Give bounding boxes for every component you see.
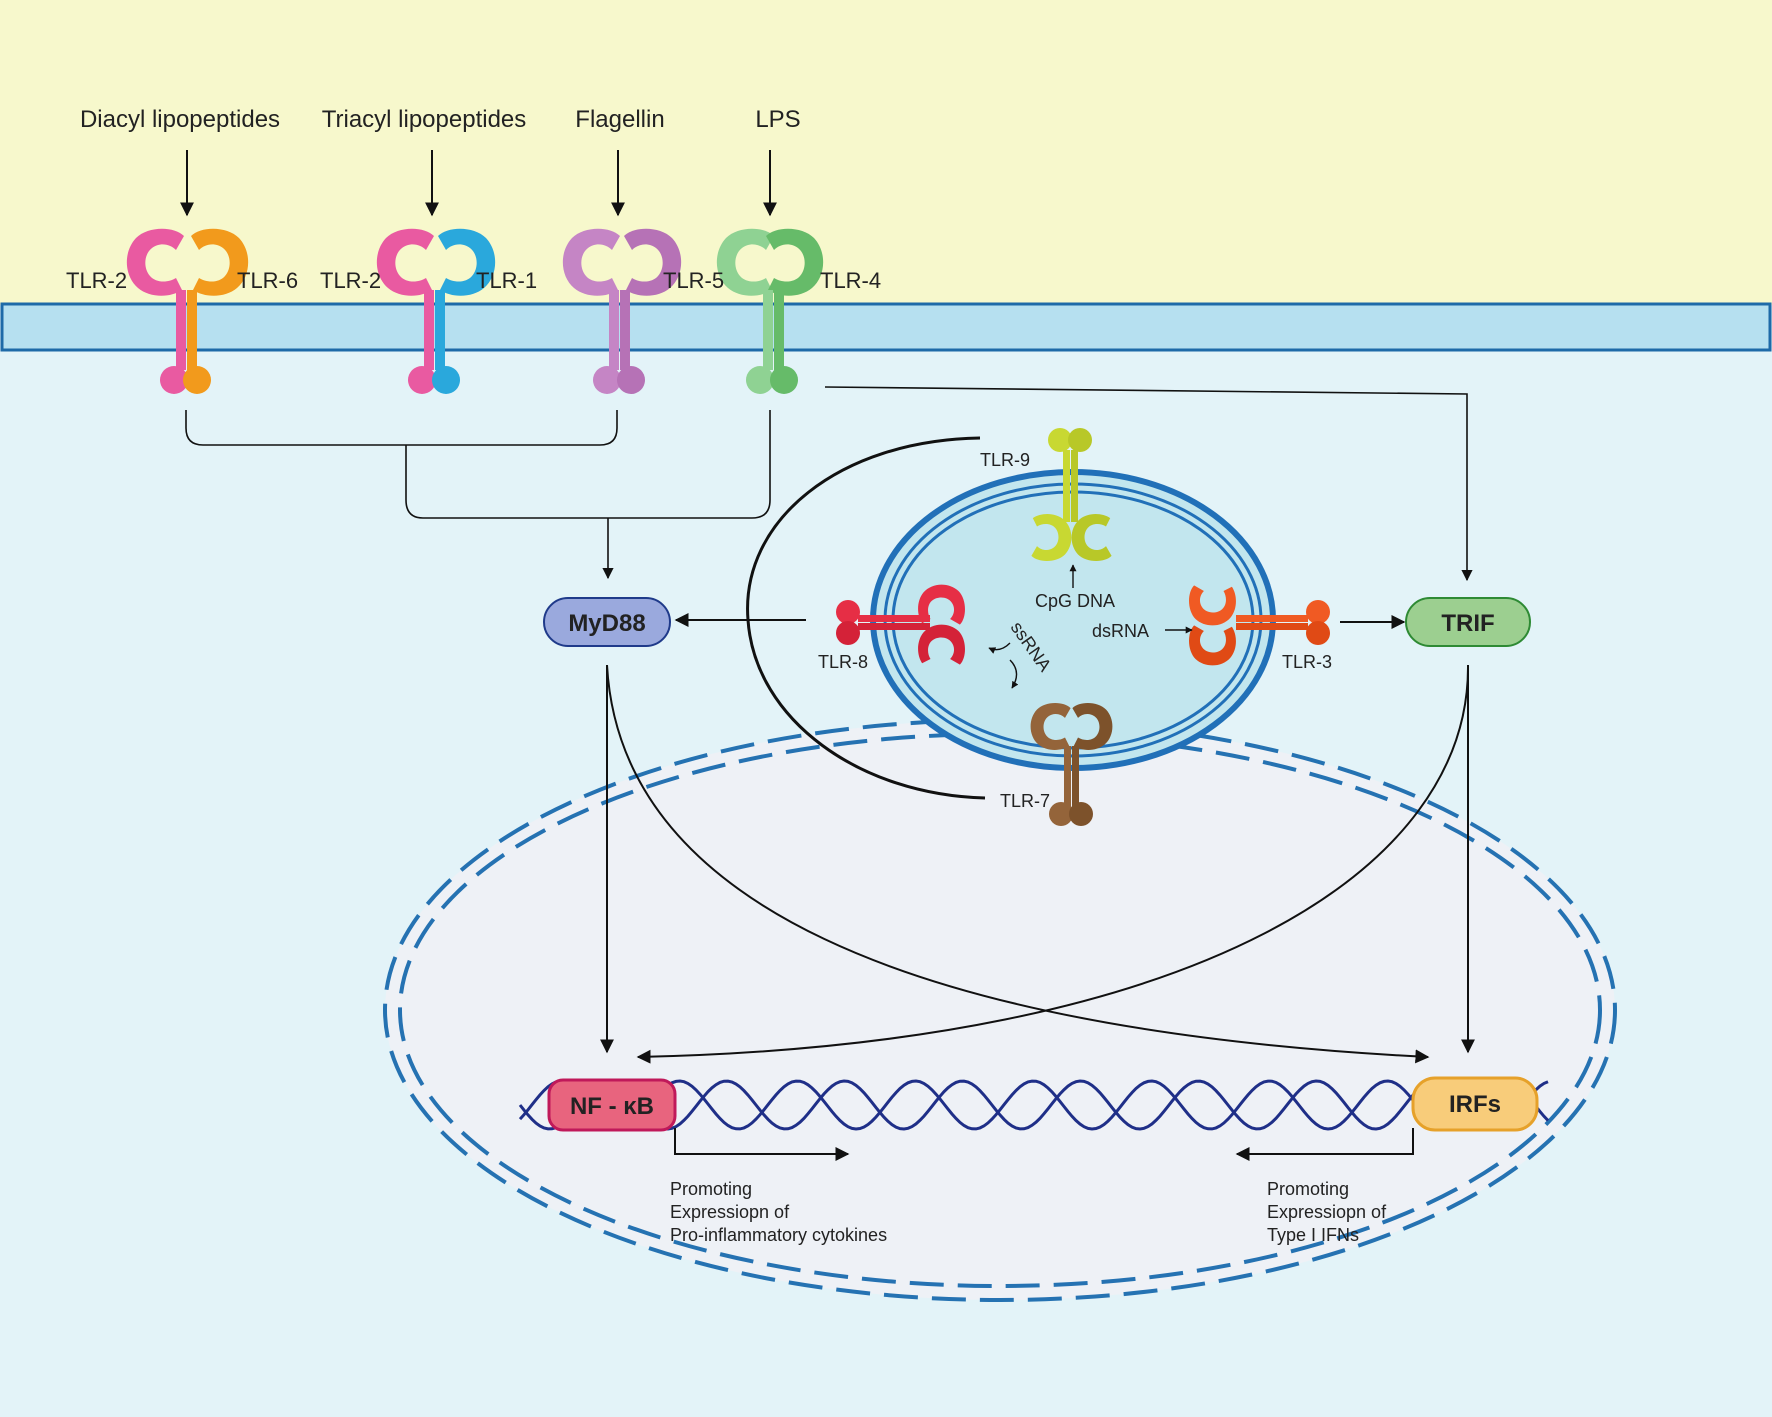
- outcome-right-line2: Expressiopn of: [1267, 1202, 1387, 1222]
- outcome-left-line1: Promoting: [670, 1179, 752, 1199]
- label-tlr8: TLR-8: [818, 652, 868, 672]
- label-tlr7: TLR-7: [1000, 791, 1050, 811]
- arrow-irfs-output: [1235, 1128, 1414, 1161]
- arrow-tlr4-to-trif: [824, 386, 1473, 582]
- label-tlr2-b: TLR-2: [320, 268, 381, 293]
- dna-helix: [518, 1079, 1550, 1131]
- outcome-right-line1: Promoting: [1267, 1179, 1349, 1199]
- arrow-myd88-to-irfs: [606, 664, 1430, 1064]
- cell-membrane: [0, 302, 1772, 352]
- receptor-tlr2-tlr1: [376, 228, 496, 394]
- outcome-right-line3: Type I IFNs: [1267, 1225, 1359, 1245]
- ligand-triacyl-lipopeptides: Triacyl lipopeptides: [322, 106, 527, 133]
- trif-label: TRIF: [1441, 610, 1494, 637]
- arrow-ssrna-to-tlr8: [988, 642, 1011, 654]
- label-tlr5: TLR-5: [663, 268, 724, 293]
- receptor-tlr2-tlr6: [126, 228, 249, 394]
- receptor-tlr9: [1031, 428, 1112, 561]
- label-tlr6: TLR-6: [237, 268, 298, 293]
- node-trif: TRIF: [1405, 597, 1531, 647]
- outcome-left-line3: Pro-inflammatory cytokines: [670, 1225, 887, 1245]
- dna-strand-2: [518, 1079, 1550, 1131]
- arrow-nfkb-output: [674, 1128, 850, 1161]
- arrow-trif-to-nfkb: [636, 664, 1470, 1064]
- label-tlr3: TLR-3: [1282, 652, 1332, 672]
- arrow-ssrna-to-tlr7: [1009, 659, 1019, 689]
- node-irfs: IRFs: [1411, 1076, 1539, 1132]
- receptor-tlr8: [836, 584, 965, 665]
- receptor-tlr7: [1030, 703, 1113, 826]
- receptor-tlr4: [716, 228, 824, 394]
- outcome-proinflammatory: Promoting Expressiopn of Pro-inflammator…: [670, 1179, 887, 1245]
- outcome-left-line2: Expressiopn of: [670, 1202, 790, 1222]
- dna-strand-1: [518, 1079, 1549, 1131]
- label-tlr4: TLR-4: [820, 268, 881, 293]
- label-tlr2-a: TLR-2: [66, 268, 127, 293]
- label-cpg-dna: CpG DNA: [1035, 591, 1115, 611]
- outcome-type-i-ifns: Promoting Expressiopn of Type I IFNs: [1267, 1179, 1387, 1245]
- receptor-tlr5: [562, 228, 682, 394]
- node-myd88: MyD88: [543, 597, 671, 647]
- ligand-flagellin: Flagellin: [575, 106, 664, 133]
- ligand-lps: LPS: [755, 106, 800, 133]
- bracket-merge: [405, 410, 771, 519]
- label-dsrna: dsRNA: [1092, 621, 1149, 641]
- irfs-label: IRFs: [1449, 1091, 1501, 1118]
- receptor-tlr3: [1189, 585, 1330, 666]
- ligand-diacyl-lipopeptides: Diacyl lipopeptides: [80, 106, 280, 133]
- label-tlr9: TLR-9: [980, 450, 1030, 470]
- extracellular-space: [0, 0, 1772, 305]
- node-nfkb: NF - κB: [547, 1078, 677, 1132]
- nfkb-label: NF - κB: [570, 1093, 654, 1120]
- myd88-label: MyD88: [568, 610, 645, 637]
- label-tlr1: TLR-1: [476, 268, 537, 293]
- bracket-tlr2-6-to-tlr5: [185, 410, 618, 446]
